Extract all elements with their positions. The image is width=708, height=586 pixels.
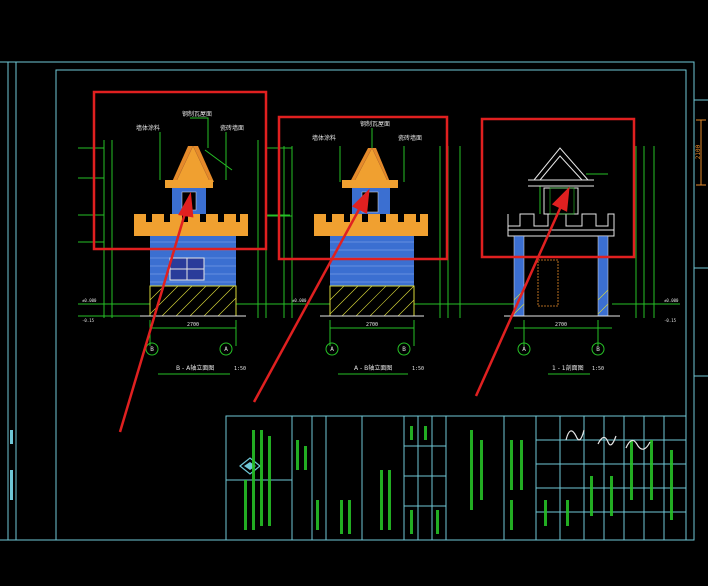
callout-roof: 钢制瓦屋面: [360, 120, 390, 128]
width-dimension: 2700: [187, 322, 199, 328]
width-dimension: 2700: [555, 322, 567, 328]
callout-wall-right: 瓷砖墙面: [220, 124, 244, 132]
view-title: 1 - 1剖面图: [552, 364, 584, 372]
highlight-box-2: [277, 115, 449, 261]
side-dimension-text: 2100: [695, 144, 702, 159]
level-ground: ±0.000: [82, 298, 97, 303]
callout-wall-left: 墙体涂料: [136, 124, 160, 132]
title-block: [225, 415, 687, 541]
highlight-box-3: [480, 117, 636, 259]
red-arrows: [118, 186, 570, 433]
level-ground: ±0.000: [292, 298, 307, 303]
axis-label-right: A: [224, 346, 228, 353]
view-scale: 1:50: [412, 366, 424, 372]
callout-wall-left: 墙体涂料: [312, 134, 336, 142]
view-scale: 1:50: [592, 366, 604, 372]
axis-label-left: A: [522, 346, 526, 353]
elevation-view-a-b: A B 2700 钢制瓦屋面 墙体涂料 瓷砖墙面 ±0.000 A - B轴立面…: [266, 120, 470, 375]
signature-marks: [565, 429, 651, 450]
callout-wall-right: 瓷砖墙面: [398, 134, 422, 142]
highlight-boxes: [92, 90, 636, 261]
title-block-text: [244, 426, 673, 534]
section-view-1-1: A B 2700 ±0.000 -0.15 1 - 1剖面图 1:50: [470, 146, 680, 375]
axis-label-right: B: [402, 346, 406, 353]
view-title: A - B轴立面图: [354, 364, 392, 372]
axis-label-left: B: [150, 346, 154, 353]
callout-roof: 钢制瓦屋面: [182, 110, 212, 118]
level-base: -0.15: [664, 318, 677, 323]
axis-label-left: A: [330, 346, 334, 353]
view-title: B - A轴立面图: [176, 364, 214, 372]
elevation-view-b-a: B A 2700 ±0.000 -0.15 钢制瓦屋面 墙体涂料 瓷砖墙面 B …: [78, 110, 290, 375]
width-dimension: 2700: [366, 322, 378, 328]
company-logo: [239, 457, 261, 475]
left-margin-notes: [10, 430, 13, 500]
highlight-box-1: [92, 90, 268, 251]
level-ground: ±0.000: [664, 298, 679, 303]
right-edge-dimension: 2100: [695, 119, 706, 186]
axis-label-right: B: [596, 346, 600, 353]
view-scale: 1:50: [234, 366, 246, 372]
level-base: -0.15: [82, 318, 95, 323]
